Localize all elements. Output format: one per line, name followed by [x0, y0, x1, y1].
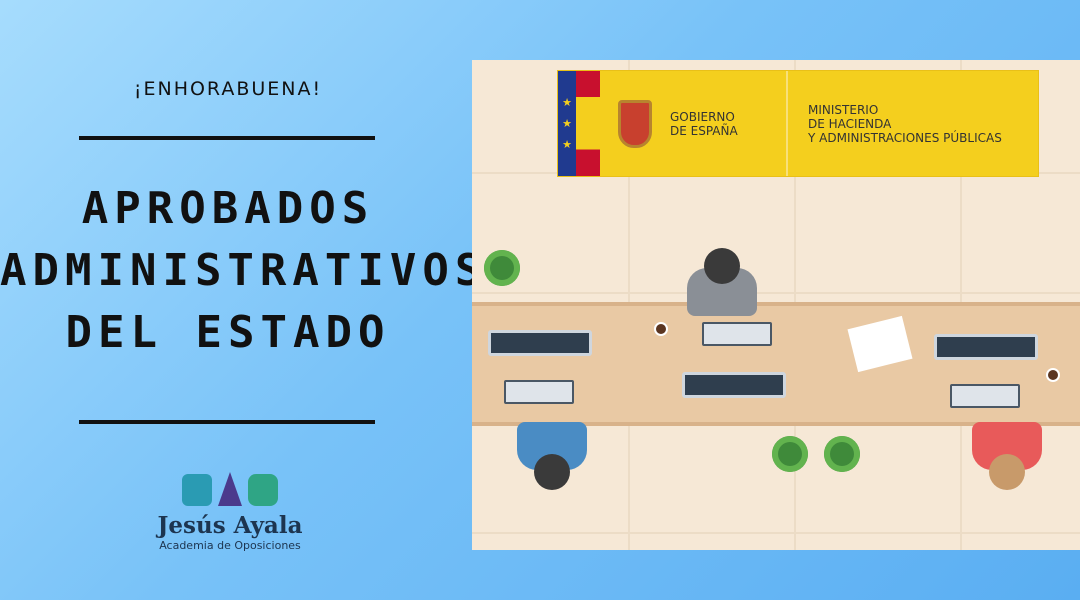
keyboard — [950, 384, 1020, 408]
coffee-cup-icon — [654, 322, 668, 336]
keyboard — [702, 322, 772, 346]
monitor — [488, 330, 592, 356]
kicker-text: ¡ENHORABUENA! — [133, 78, 323, 100]
person-top — [682, 248, 762, 318]
title-line: APROBADOS — [81, 183, 375, 234]
plant-icon — [484, 250, 520, 286]
plant-icon — [824, 436, 860, 472]
top-divider — [79, 136, 375, 140]
academy-logo: Jesús Ayala Academia de Oposiciones — [140, 470, 320, 552]
ministry-label: MINISTERIO DE HACIENDA Y ADMINISTRACIONE… — [808, 102, 1002, 145]
monitor — [682, 372, 786, 398]
desk — [472, 302, 1080, 426]
bottom-divider — [79, 420, 375, 424]
person-right — [967, 420, 1047, 490]
academy-name: Jesús Ayala — [157, 512, 303, 539]
coat-of-arms-icon — [600, 71, 670, 176]
academy-subtitle: Academia de Oposiciones — [159, 539, 301, 552]
flag-icon: ★★★ — [558, 71, 600, 176]
monitor — [934, 334, 1038, 360]
person-left — [512, 420, 592, 490]
jac-logo-mark-icon — [182, 472, 278, 506]
title-line: ADMINISTRATIVOS — [0, 245, 488, 296]
coffee-cup-icon — [1046, 368, 1060, 382]
keyboard — [504, 380, 574, 404]
headline-title: APROBADOS ADMINISTRATIVOS DEL ESTADO — [0, 178, 488, 364]
title-line: DEL ESTADO — [65, 307, 391, 358]
plant-icon — [772, 436, 808, 472]
